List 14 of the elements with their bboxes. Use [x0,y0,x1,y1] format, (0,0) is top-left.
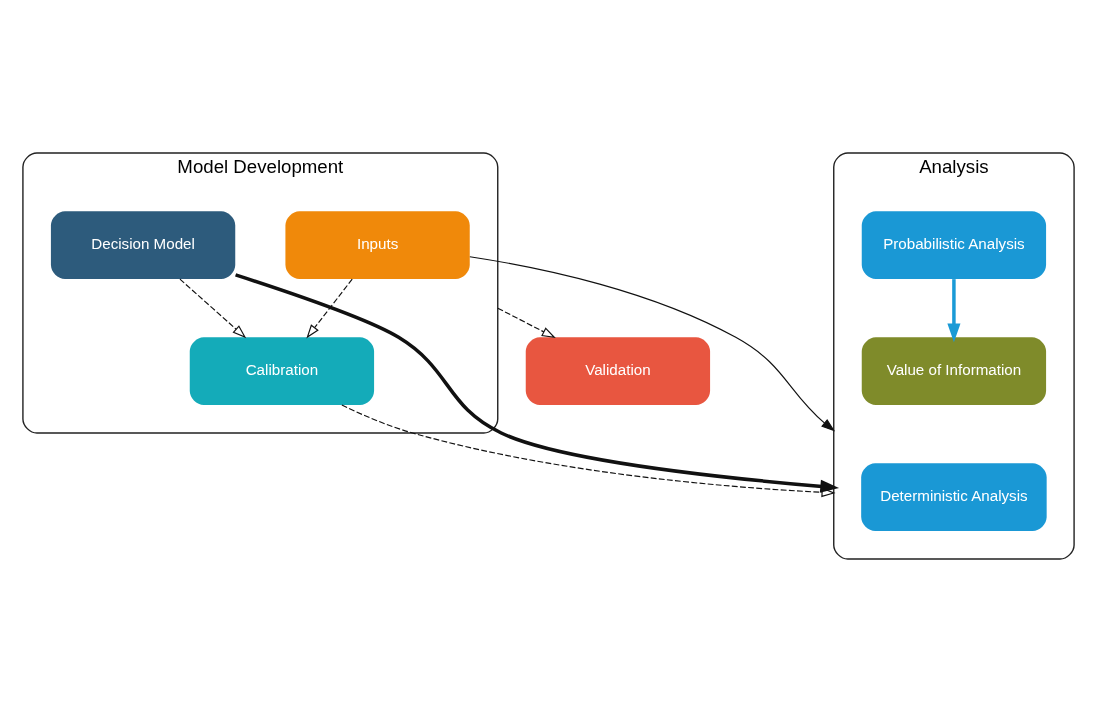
arrow [235,272,840,493]
node-box: Deterministic Analysis [861,462,1047,531]
arrow [341,403,836,497]
node-box: Value of Information [861,336,1047,405]
node-box: Validation [525,336,711,405]
arrow [469,255,836,432]
node-box: Calibration [189,336,375,405]
arrow [947,278,961,342]
node-box: Decision Model [50,210,236,279]
arrow [306,278,353,338]
arrow [497,307,556,338]
node-box: Probabilistic Analysis [861,210,1047,279]
arrow [179,278,247,338]
node-box: Inputs [285,210,470,279]
